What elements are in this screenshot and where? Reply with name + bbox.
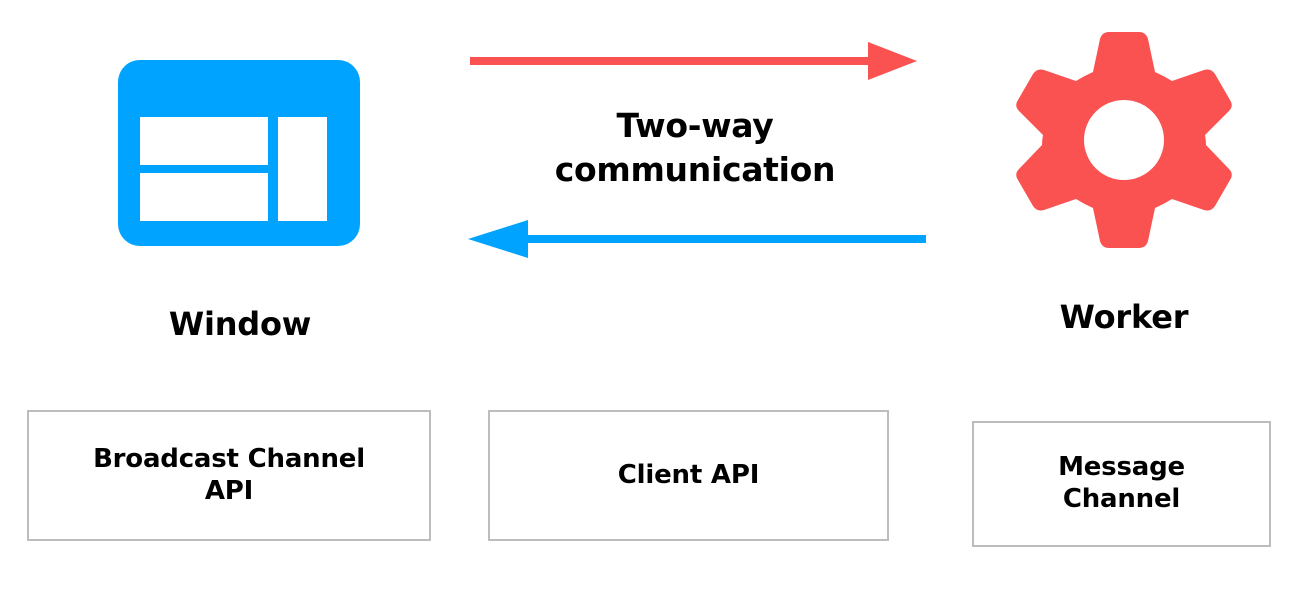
window-pane-right <box>278 117 327 221</box>
api-box-message-channel-line-2: Channel <box>1062 484 1181 514</box>
api-box-broadcast-channel-line-1: Broadcast Channel <box>93 443 365 474</box>
arrow-right-icon <box>468 40 920 82</box>
caption-line-2: communication <box>554 149 836 189</box>
window-pane-top-left <box>140 117 268 165</box>
api-box-message-channel-line-1: Message <box>1058 452 1185 483</box>
api-box-client-api-label: Client API <box>617 459 760 490</box>
api-box-broadcast-channel-line-2: API <box>204 475 254 506</box>
connection-caption: Two-way communication <box>470 104 920 192</box>
window-pane-bottom-left <box>140 173 268 221</box>
caption-line-1: Two-way <box>616 106 774 145</box>
gear-icon <box>1012 28 1236 252</box>
node-label-worker: Worker <box>1059 298 1189 336</box>
api-box-client-api[interactable]: Client API <box>488 410 889 541</box>
node-label-window: Window <box>168 305 312 343</box>
api-box-message-channel[interactable]: Message Channel <box>972 421 1271 547</box>
api-box-broadcast-channel-label: Broadcast Channel API <box>93 444 365 507</box>
api-box-message-channel-label: Message Channel <box>1058 452 1185 515</box>
arrow-left-icon <box>466 218 928 260</box>
browser-window-icon <box>118 60 360 246</box>
api-box-broadcast-channel[interactable]: Broadcast Channel API <box>27 410 431 541</box>
